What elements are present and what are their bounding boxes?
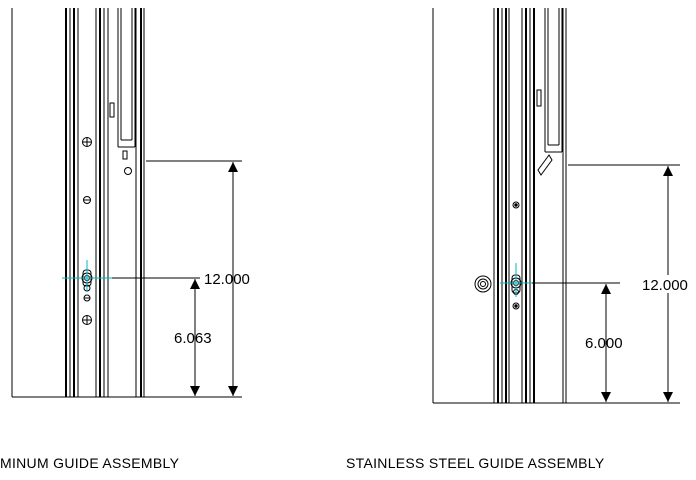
right-dim-overall-label: 12.000	[642, 277, 688, 294]
left-centerline	[62, 260, 112, 292]
left-caption: MINUM GUIDE ASSEMBLY	[0, 455, 180, 471]
right-bolt-head	[474, 275, 492, 293]
right-assembly	[432, 8, 680, 404]
left-guide-rail	[65, 8, 145, 397]
right-dim-center-label: 6.000	[585, 335, 623, 352]
left-dim-center-label: 6.063	[174, 330, 212, 347]
left-sash	[109, 8, 136, 175]
right-sash	[536, 8, 563, 176]
left-dim-overall-label: 12.000	[204, 271, 250, 288]
right-guide-rail	[493, 8, 567, 403]
right-caption: STAINLESS STEEL GUIDE ASSEMBLY	[346, 455, 605, 471]
right-centerline	[500, 263, 532, 297]
left-assembly	[11, 8, 242, 398]
right-dim-label-mask	[638, 275, 695, 293]
left-screws	[82, 137, 92, 325]
